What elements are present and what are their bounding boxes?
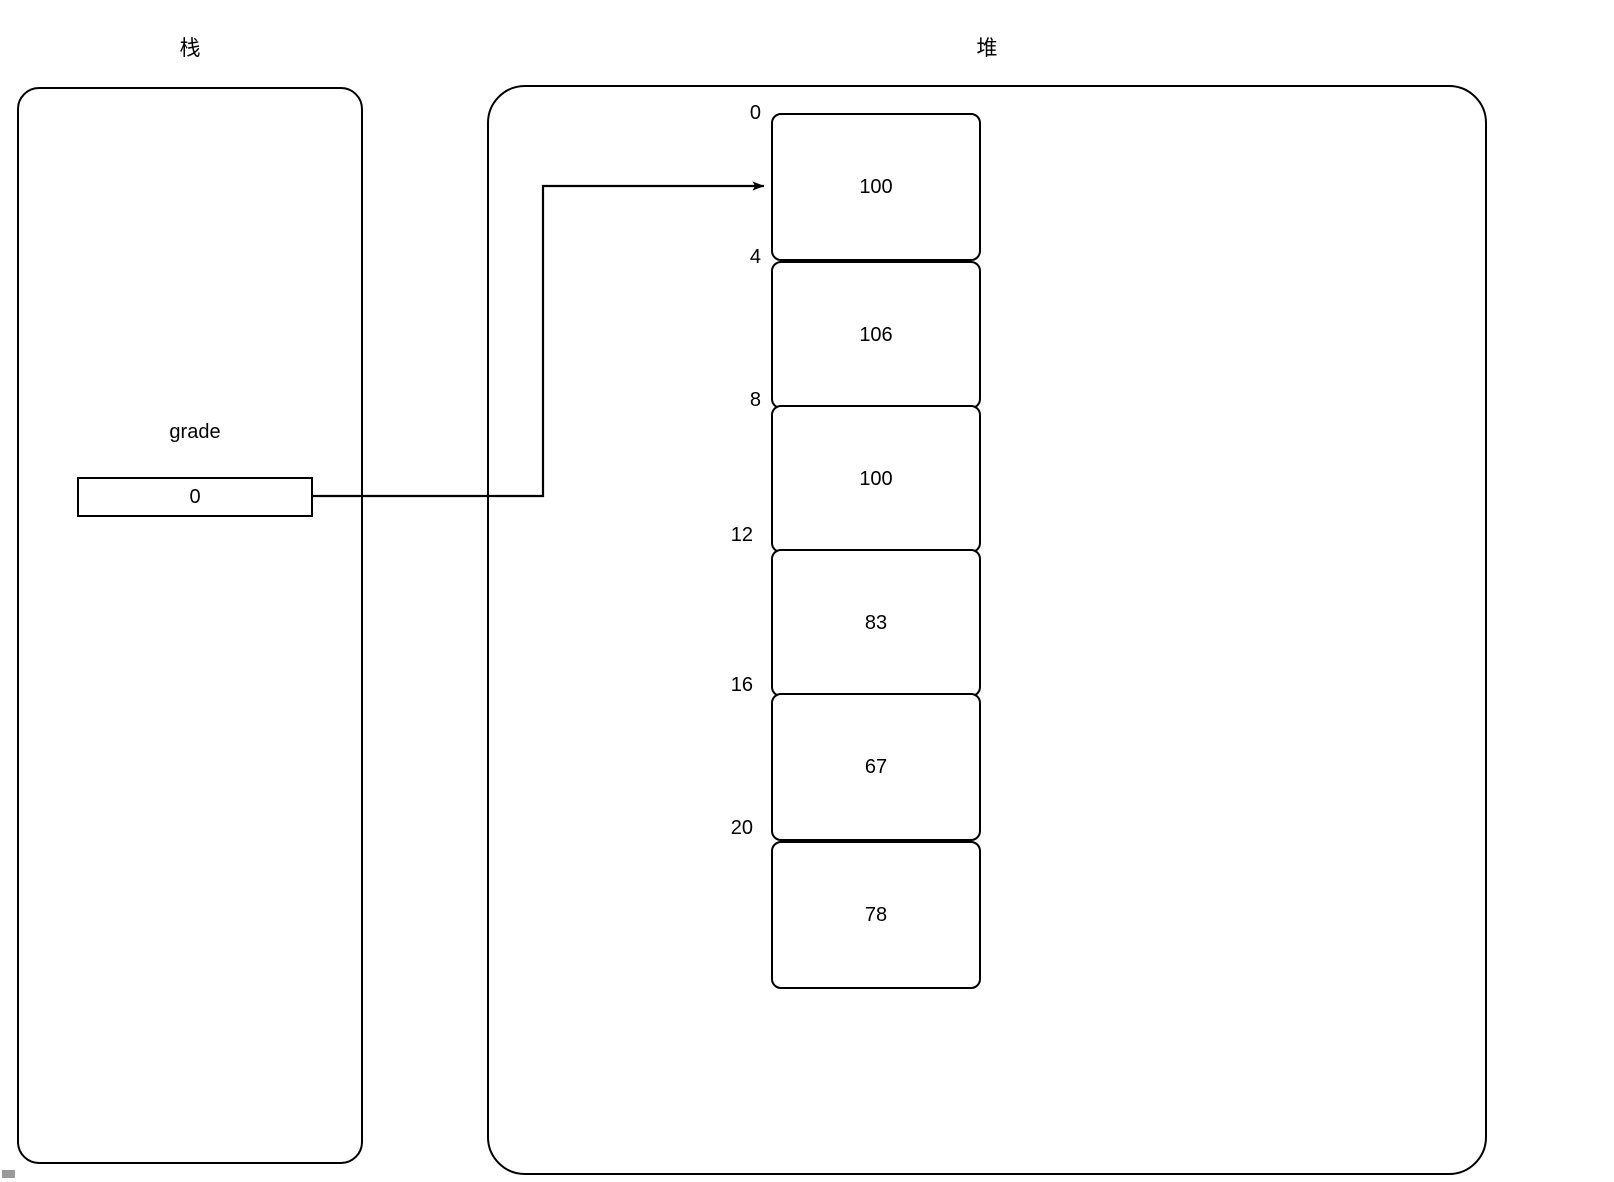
pointer-connector xyxy=(313,181,765,498)
heap-cell: 78 xyxy=(771,841,981,989)
heap-address-label: 16 xyxy=(730,674,753,696)
heap-cell: 100 xyxy=(771,113,981,261)
stack-region-title: 栈 xyxy=(179,37,201,60)
heap-address-label: 4 xyxy=(749,246,761,268)
heap-cell: 100 xyxy=(771,405,981,553)
stack-variable-label: grade xyxy=(169,421,221,443)
stack-panel xyxy=(17,87,363,1164)
heap-cell: 83 xyxy=(771,549,981,697)
heap-cell: 106 xyxy=(771,261,981,409)
corner-artifact-mark xyxy=(2,1170,15,1178)
heap-address-label: 8 xyxy=(749,389,761,411)
heap-cell: 67 xyxy=(771,693,981,841)
stack-variable-value-box: 0 xyxy=(77,477,313,517)
heap-panel xyxy=(487,85,1487,1175)
heap-address-label: 12 xyxy=(730,524,753,546)
heap-region-title: 堆 xyxy=(976,37,998,60)
heap-address-label: 0 xyxy=(749,102,761,124)
heap-address-label: 20 xyxy=(730,817,753,839)
